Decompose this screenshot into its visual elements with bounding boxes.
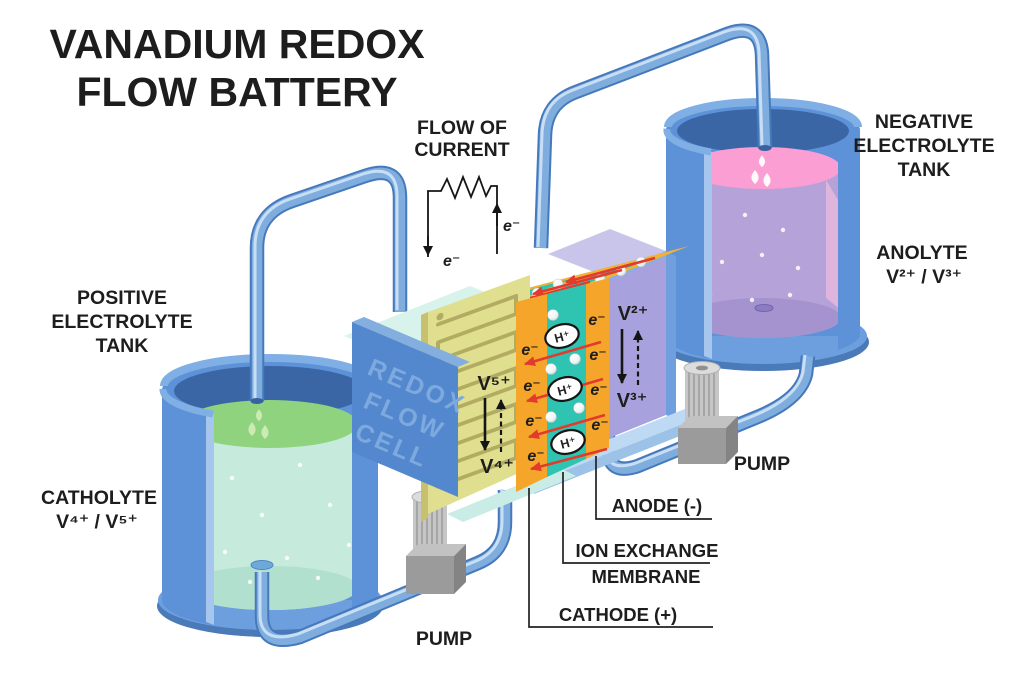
anolyte-label: ANOLYTE V²⁺ / V³⁺ (876, 242, 967, 288)
membrane-leader-line (562, 472, 710, 564)
electron-label: e⁻ (503, 218, 520, 235)
svg-text:V⁴⁺ / V⁵⁺: V⁴⁺ / V⁵⁺ (56, 511, 138, 533)
left-tank-drain (250, 560, 274, 570)
svg-text:TANK: TANK (96, 335, 149, 357)
svg-text:CATHOLYTE: CATHOLYTE (41, 487, 157, 509)
electron-label: e⁻ (591, 417, 608, 434)
redox-flow-cell-assembly: REDOX FLOW CELL H⁺ (344, 229, 710, 522)
anolyte-drops (751, 155, 771, 187)
v4-label: V⁴⁺ (480, 456, 514, 478)
membrane-flow-arrows (524, 340, 608, 472)
pump-left-housing (406, 556, 454, 594)
anode-leader-line (595, 456, 712, 520)
proton-label: H⁺ (559, 434, 578, 452)
pump-right (678, 361, 738, 464)
pump-right-housing (678, 428, 726, 464)
pipe-cell-to-right-tank (533, 23, 773, 249)
electron-labels: e⁻ e⁻ e⁻ e⁻ e⁻ e⁻ e⁻ e⁻ (521, 312, 608, 465)
electron-label: e⁻ (527, 448, 544, 465)
svg-text:ELECTROLYTE: ELECTROLYTE (51, 311, 192, 333)
svg-text:ANOLYTE: ANOLYTE (876, 242, 967, 264)
proton-ion-1: H⁺ (544, 322, 580, 350)
external-circuit: e⁻ e⁻ (423, 174, 520, 270)
catholyte-reaction: V⁵⁺ V⁴⁺ (477, 373, 514, 478)
left-tank-cavity (174, 366, 366, 416)
pipe-cell-to-left-tank (249, 165, 408, 404)
negative-tank-label: NEGATIVE ELECTROLYTE TANK (853, 111, 994, 181)
cell-frame-ledge (447, 468, 576, 522)
resistor-circuit-wire (427, 174, 498, 257)
cathode-label: CATHODE (+) (559, 604, 677, 625)
electron-label: e⁻ (588, 312, 605, 329)
anolyte-liquid-surface (685, 147, 841, 189)
catholyte-liquid-surface (182, 400, 358, 448)
catholyte-liquid-body (182, 424, 358, 610)
proton-label: H⁺ (553, 328, 572, 346)
positive-tank-label: POSITIVE ELECTROLYTE TANK (51, 287, 192, 357)
electron-label: e⁻ (525, 413, 542, 430)
electron-label: e⁻ (590, 382, 607, 399)
v2-label: V²⁺ (618, 303, 649, 325)
proton-label: H⁺ (556, 381, 575, 399)
flow-of-current-label: FLOW OF CURRENT (414, 117, 509, 161)
ion-exchange-label-line2: MEMBRANE (592, 566, 701, 587)
proton-ion-3: H⁺ (550, 428, 586, 456)
catholyte-label: CATHOLYTE V⁴⁺ / V⁵⁺ (41, 487, 157, 533)
anode-label: ANODE (-) (612, 495, 702, 516)
positive-electrolyte-tank (157, 354, 383, 637)
right-tank-front-wall (666, 131, 712, 359)
svg-text:ELECTROLYTE: ELECTROLYTE (853, 135, 994, 157)
right-tank-drain (754, 304, 774, 312)
right-tank-right-wall (838, 131, 860, 350)
ion-exchange-label-line1: ION EXCHANGE (576, 540, 719, 561)
svg-text:V²⁺ / V³⁺: V²⁺ / V³⁺ (886, 266, 962, 288)
catholyte-drops (248, 409, 269, 439)
anolyte-liquid-body (685, 168, 841, 338)
page-title-line1: VANADIUM REDOX (49, 21, 424, 67)
svg-text:TANK: TANK (898, 159, 951, 181)
catholyte-bubbles (222, 462, 352, 585)
cathode-end-plate (352, 322, 458, 497)
pump-right-label: PUMP (734, 453, 790, 475)
electron-label: e⁻ (589, 347, 606, 364)
anode-end-plate-top (548, 229, 666, 276)
cathode-leader-line (528, 488, 713, 628)
left-tank-front-wall (162, 391, 214, 625)
v5-label: V⁵⁺ (477, 373, 510, 395)
membrane-ion-spheres (545, 309, 585, 423)
electron-label: e⁻ (443, 253, 460, 270)
negative-electrolyte-tank (657, 98, 869, 371)
electron-label: e⁻ (523, 378, 540, 395)
title: VANADIUM REDOX FLOW BATTERY (49, 21, 424, 115)
cathode-layer (516, 294, 547, 492)
pump-left-label: PUMP (416, 628, 472, 650)
svg-text:FLOW OF: FLOW OF (417, 117, 507, 139)
svg-text:CURRENT: CURRENT (414, 139, 509, 161)
anode-layer (586, 278, 609, 459)
redox-flow-cell-label: REDOX FLOW CELL (351, 354, 470, 474)
pipe-left-tank-to-pump (254, 489, 513, 648)
v3-label: V³⁺ (617, 390, 648, 412)
page-title-line2: FLOW BATTERY (76, 69, 397, 115)
svg-text:NEGATIVE: NEGATIVE (875, 111, 973, 133)
electron-label: e⁻ (521, 342, 538, 359)
part-callouts (528, 456, 713, 628)
svg-text:POSITIVE: POSITIVE (77, 287, 167, 309)
anode-end-plate (604, 251, 666, 440)
proton-ion-2: H⁺ (547, 375, 583, 403)
anolyte-reaction: V²⁺ V³⁺ (617, 303, 649, 412)
